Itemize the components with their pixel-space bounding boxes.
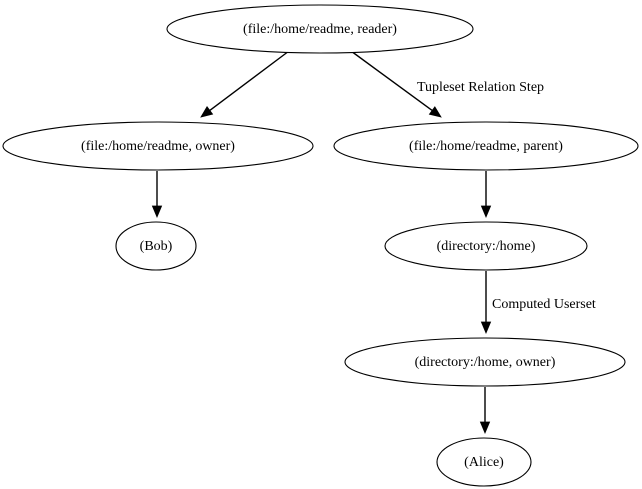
edge-arrowhead-icon	[479, 421, 491, 435]
graph-edge-directory-to-owner: Computed Userset	[480, 271, 596, 335]
node-label: (Bob)	[140, 239, 173, 254]
node-ellipse[interactable]	[166, 4, 474, 54]
graph-node-alice[interactable]: (Alice)	[436, 437, 532, 487]
node-label: (file:/home/readme, parent)	[409, 139, 563, 154]
node-label: (file:/home/readme, owner)	[81, 139, 235, 154]
graph-node-file-readme-reader[interactable]: (file:/home/readme, reader)	[166, 4, 474, 54]
node-ellipse[interactable]	[436, 437, 532, 487]
graph-node-file-readme-owner[interactable]: (file:/home/readme, owner)	[2, 121, 314, 171]
graph-edge-reader-to-parent: Tupleset Relation Step	[350, 50, 544, 118]
graph-node-file-readme-parent[interactable]: (file:/home/readme, parent)	[333, 121, 639, 171]
node-ellipse[interactable]	[115, 221, 197, 271]
edge-arrowhead-icon	[480, 321, 492, 335]
edge-line	[209, 50, 290, 111]
graph-node-directory-home-owner[interactable]: (directory:/home, owner)	[344, 337, 626, 387]
node-ellipse[interactable]	[2, 121, 314, 171]
graph-node-directory-home[interactable]: (directory:/home)	[384, 221, 588, 271]
node-ellipse[interactable]	[384, 221, 588, 271]
edge-label: Computed Userset	[492, 297, 596, 312]
graph-node-bob[interactable]: (Bob)	[115, 221, 197, 271]
nodes-layer: (file:/home/readme, reader) (file:/home/r…	[2, 4, 639, 487]
edge-arrowhead-icon	[200, 105, 214, 118]
node-ellipse[interactable]	[333, 121, 639, 171]
graph-edge-directory-owner-to-alice	[479, 387, 491, 435]
node-ellipse[interactable]	[344, 337, 626, 387]
node-label: (file:/home/readme, reader)	[243, 22, 397, 37]
edge-line	[350, 50, 433, 112]
node-label: (directory:/home, owner)	[415, 355, 556, 370]
graph-edge-parent-to-directory	[480, 171, 492, 219]
edge-arrowhead-icon	[480, 205, 492, 219]
graph-edge-owner-to-bob	[151, 171, 163, 219]
graph-edge-reader-to-owner	[200, 50, 290, 118]
edge-label: Tupleset Relation Step	[417, 80, 544, 95]
edge-arrowhead-icon	[428, 106, 442, 118]
node-label: (directory:/home)	[437, 239, 536, 254]
node-label: (Alice)	[464, 455, 504, 470]
edge-arrowhead-icon	[151, 205, 163, 219]
